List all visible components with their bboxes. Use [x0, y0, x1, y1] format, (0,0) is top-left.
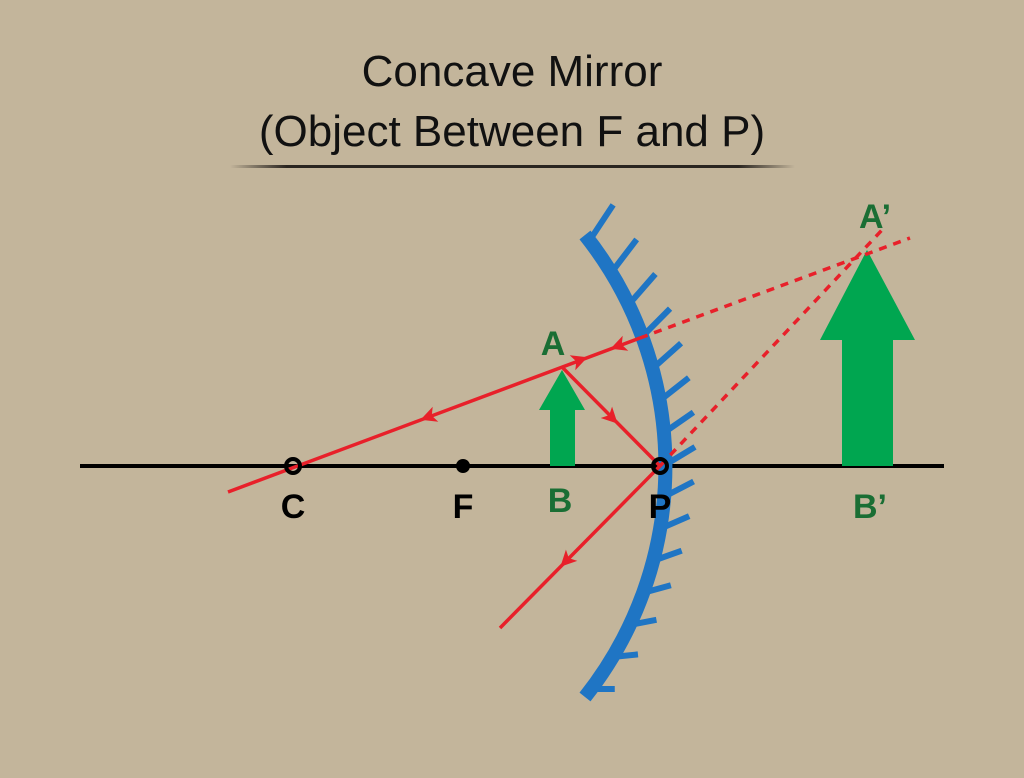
- center-of-curvature-point: [284, 457, 302, 475]
- ray-arrowhead: [610, 335, 629, 351]
- ray-through-center: [227, 336, 641, 494]
- image-arrow: [820, 250, 915, 466]
- label-f: F: [453, 488, 474, 526]
- title-line-1: Concave Mirror: [362, 47, 663, 96]
- label-b: B: [548, 482, 573, 520]
- title-line-2: (Object Between F and P): [259, 107, 765, 156]
- object-arrow: [539, 370, 585, 466]
- label-a-image: A’: [859, 198, 891, 236]
- reflected-ray-from-pole: [498, 464, 662, 630]
- label-p: P: [649, 488, 672, 526]
- ray-arrowhead: [600, 406, 618, 424]
- label-a: A: [541, 325, 566, 363]
- virtual-ray-2: [658, 228, 884, 468]
- focus-point: [456, 459, 470, 473]
- title-underline: [230, 165, 795, 168]
- ray-arrowhead: [569, 355, 588, 371]
- pole-point: [651, 457, 669, 475]
- label-b-image: B’: [853, 488, 887, 526]
- ray-arrowhead: [420, 406, 439, 422]
- ray-arrowhead: [560, 549, 578, 567]
- label-c: C: [281, 488, 306, 526]
- virtual-ray-1: [639, 236, 911, 340]
